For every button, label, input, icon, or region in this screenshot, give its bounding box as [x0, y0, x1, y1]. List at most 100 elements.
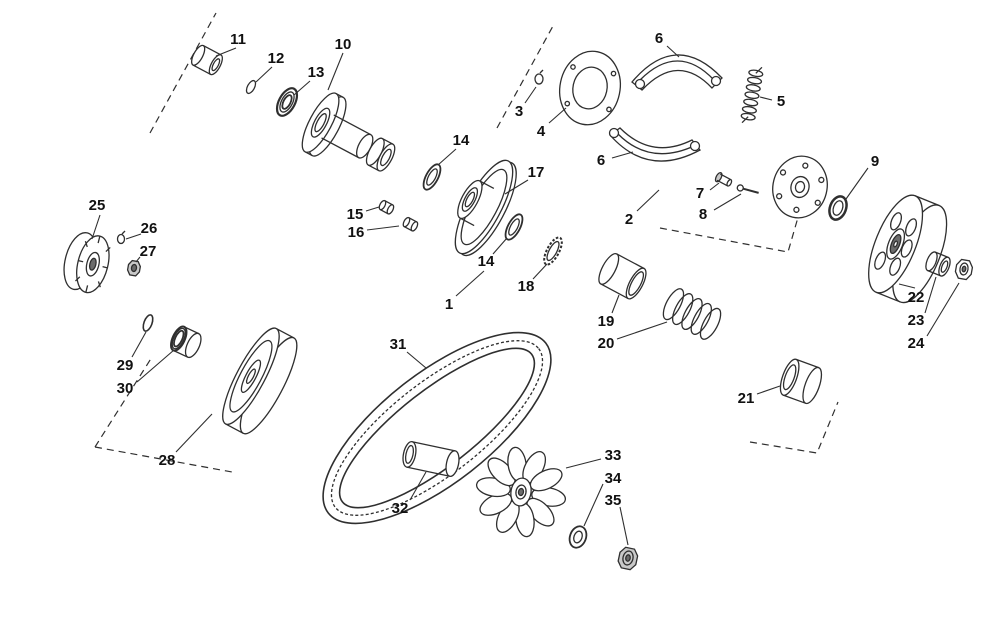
part-clutch-shoe-6a: [631, 54, 723, 91]
part-ratchet-wheel-25: [63, 232, 111, 294]
leader-line: [327, 52, 344, 91]
leader-line: [365, 206, 380, 212]
part-cup-21: [779, 358, 823, 405]
label-layer: 1112131014171516141811920213465678292223…: [89, 30, 960, 546]
part-fan-33: [475, 446, 567, 538]
part-spring-5: [740, 66, 764, 124]
part-number-label: 20: [598, 335, 615, 352]
part-number-label: 10: [335, 36, 352, 53]
leader-line: [255, 66, 273, 83]
part-bearing-13: [275, 87, 299, 117]
part-number-label: 7: [696, 185, 704, 202]
part-plug-16: [402, 216, 419, 232]
part-number-label: 30: [117, 380, 134, 397]
part-number-label: 16: [348, 224, 365, 241]
leader-line: [926, 282, 960, 337]
part-plate-4: [559, 50, 621, 126]
part-number-label: 33: [605, 447, 622, 464]
part-number-label: 19: [598, 313, 615, 330]
part-number-label: 22: [908, 289, 925, 306]
leader-line: [406, 351, 427, 369]
part-number-label: 6: [597, 152, 605, 169]
leader-line: [583, 483, 604, 527]
leader-line: [455, 270, 485, 297]
part-number-label: 14: [478, 253, 495, 270]
part-fixed-sheave-17: [454, 159, 517, 257]
part-number-label: 35: [605, 492, 622, 509]
part-nut-35: [617, 546, 639, 571]
leader-line: [611, 151, 634, 159]
part-number-label: 15: [347, 206, 364, 223]
leader-line: [524, 86, 537, 104]
part-seal-ring-14a: [422, 163, 442, 191]
leader-line: [636, 189, 660, 212]
part-pin-8: [736, 184, 759, 194]
leader-line: [713, 193, 742, 211]
part-number-label: 28: [159, 452, 176, 469]
part-nut-24: [954, 258, 974, 281]
part-bushing-23: [925, 251, 951, 277]
part-number-label: 32: [392, 500, 409, 517]
part-number-label: 23: [908, 312, 925, 329]
leader-line: [293, 80, 311, 96]
part-bushing-30: [170, 325, 202, 359]
leader-line: [548, 107, 567, 124]
leader-line: [709, 182, 720, 191]
leader-line: [135, 256, 141, 263]
leader-line: [666, 45, 680, 58]
part-hub-10: [301, 92, 396, 172]
part-number-label: 25: [89, 197, 106, 214]
part-number-label: 8: [699, 206, 707, 223]
leader-line: [131, 331, 147, 358]
leader-line: [504, 179, 529, 195]
part-number-label: 11: [230, 31, 246, 48]
part-number-label: 31: [390, 336, 407, 353]
part-number-label: 9: [871, 153, 879, 170]
leader-line: [565, 458, 602, 469]
part-number-label: 2: [625, 211, 633, 228]
part-ring-12: [245, 79, 257, 95]
part-ring-9: [828, 195, 848, 221]
part-movable-sheave-28: [222, 327, 298, 435]
leader-line: [492, 237, 508, 255]
leader-line: [125, 233, 142, 240]
part-spacer-19: [598, 252, 647, 300]
part-number-label: 6: [655, 30, 663, 47]
part-seal-ring-14b: [504, 213, 524, 241]
leader-line: [175, 413, 213, 453]
part-number-label: 17: [528, 164, 545, 181]
part-snap-ring-18: [543, 236, 563, 266]
part-number-label: 4: [537, 123, 546, 140]
leader-line: [409, 471, 427, 501]
part-number-label: 24: [908, 335, 925, 352]
leader-line: [756, 385, 781, 395]
leader-line: [845, 167, 869, 200]
part-number-label: 1: [445, 296, 453, 313]
part-bolt-7: [714, 171, 733, 187]
leader-line: [437, 148, 457, 166]
part-nut-27: [126, 259, 142, 277]
part-number-label: 12: [268, 50, 285, 67]
part-number-label: 3: [515, 103, 523, 120]
leader-line: [759, 96, 773, 101]
part-clutch-drum-22: [868, 194, 948, 304]
leader-line: [91, 214, 101, 240]
part-number-label: 13: [308, 64, 325, 81]
part-ring-29: [142, 314, 154, 332]
part-clip-26: [116, 230, 126, 245]
part-spring-20: [662, 288, 722, 340]
part-drive-belt-31: [322, 331, 552, 525]
part-washer-34: [568, 525, 588, 549]
leader-line: [136, 349, 175, 383]
leader-line: [366, 225, 400, 231]
leader-line: [898, 283, 916, 289]
part-number-label: 34: [605, 470, 622, 487]
leader-line: [532, 263, 548, 280]
part-roller-32: [402, 440, 460, 478]
leader-line: [619, 506, 629, 546]
part-number-label: 26: [141, 220, 158, 237]
part-bushing-11: [191, 44, 223, 76]
part-clutch-shoe-6b: [608, 127, 701, 162]
